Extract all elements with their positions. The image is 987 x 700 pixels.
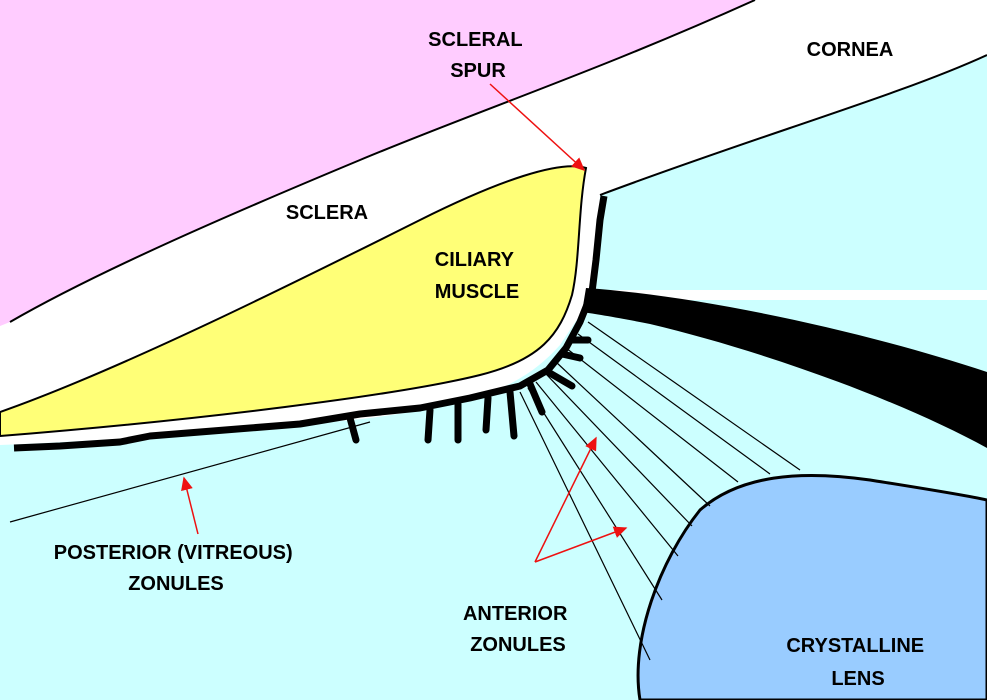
- posterior-zonules-label-line1: POSTERIOR (VITREOUS): [54, 542, 293, 564]
- ciliary-muscle-label-line1: CILIARY: [435, 249, 515, 271]
- posterior-zonules-label-line2: ZONULES: [128, 573, 224, 595]
- cornea-label: CORNEA: [807, 39, 894, 61]
- scleral-spur-label-line2: SPUR: [450, 60, 506, 82]
- anterior-zonules-label-line1: ANTERIOR: [463, 603, 568, 625]
- anterior-chamber-region: [596, 55, 987, 290]
- scleral-spur-label-line1: SCLERAL: [428, 29, 522, 51]
- ciliary-muscle-label-line2: MUSCLE: [435, 281, 519, 303]
- sclera-label: SCLERA: [286, 202, 368, 224]
- anterior-zonules-label-line2: ZONULES: [470, 634, 566, 656]
- crystalline-lens-label-line1: CRYSTALLINE: [786, 635, 924, 657]
- scleral-spur-pointer: [490, 84, 584, 170]
- crystalline-lens-label-line2: LENS: [831, 668, 884, 690]
